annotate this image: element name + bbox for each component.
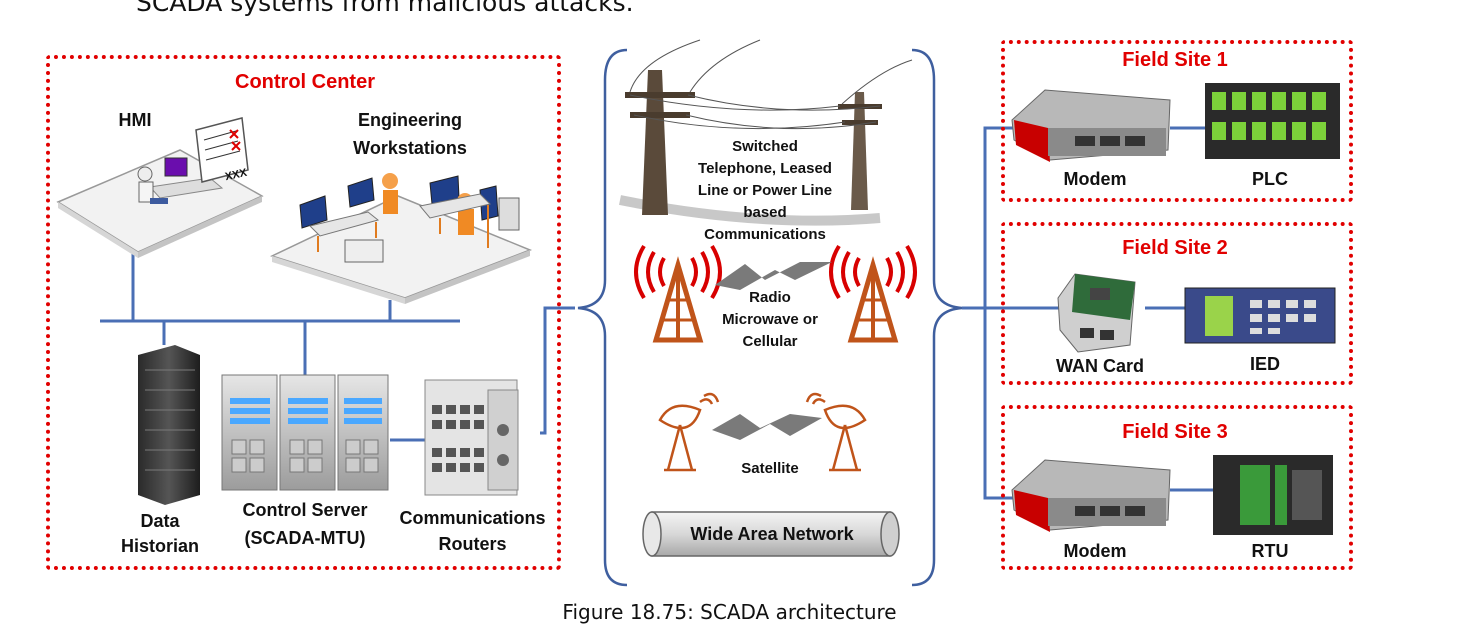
field-site-1-plc-label: PLC — [1252, 169, 1288, 189]
field-site-3-modem-label: Modem — [1063, 541, 1127, 561]
field-site-2-box — [1001, 222, 1353, 385]
radio-lightning-bolt — [715, 262, 832, 290]
radio-label-line2: Microwave or — [722, 311, 818, 328]
rtu-icon — [1213, 455, 1333, 535]
routers-label-line1: Communications — [399, 508, 546, 528]
engineering-label-line1: Engineering — [357, 110, 462, 130]
telephone-label-line1: Switched — [732, 138, 798, 155]
routers-label-line2: Routers — [438, 534, 507, 554]
radio-tower-right-icon — [829, 244, 917, 343]
radio-label-line1: Radio — [749, 289, 791, 306]
data-historian-label-line2: Historian — [120, 536, 199, 556]
satellite-lightning-bolt — [712, 414, 822, 440]
data-historian-rack-icon — [138, 345, 200, 505]
telephone-label-line5: Communications — [704, 226, 826, 243]
telephone-poles-icon — [619, 39, 913, 226]
radio-tower-left-icon — [634, 244, 722, 343]
satellite-label: Satellite — [741, 460, 799, 477]
field-site-1-modem-label: Modem — [1063, 169, 1127, 189]
control-server-icon — [221, 374, 389, 491]
wan-right-brace — [911, 48, 963, 587]
field-site-1-title: Field Site 1 — [1122, 49, 1228, 71]
satellite-dish-left-icon — [658, 392, 720, 472]
ied-icon — [1184, 287, 1336, 344]
telephone-label-line4: based — [743, 204, 787, 221]
field-site-2-title: Field Site 2 — [1122, 237, 1228, 259]
figure-caption: Figure 18.75: SCADA architecture — [562, 600, 897, 624]
communications-router-icon — [424, 379, 519, 496]
field-site-1-box — [1001, 40, 1353, 202]
engineering-workstations-icon — [269, 173, 533, 304]
control-server-label-line1: Control Server — [242, 500, 368, 520]
wide-area-network-pipe — [642, 511, 900, 557]
field-site-2-ied-label: IED — [1249, 354, 1280, 374]
field-site-3-box — [1001, 405, 1353, 570]
engineering-label-line2: Workstations — [353, 138, 467, 158]
wide-area-network-label: Wide Area Network — [690, 524, 854, 544]
modem-1-icon — [1011, 89, 1171, 162]
hmi-workstation-icon — [56, 117, 264, 258]
radio-label-line3: Cellular — [742, 333, 798, 350]
control-center-box — [46, 55, 561, 570]
wan-card-icon — [1057, 273, 1136, 353]
wan-left-brace — [577, 48, 628, 587]
satellite-dish-right-icon — [805, 392, 867, 472]
control-center-title: Control Center — [235, 71, 375, 93]
field-site-3-rtu-label: RTU — [1251, 541, 1289, 561]
control-server-label-line2: (SCADA-MTU) — [244, 528, 366, 548]
plc-icon — [1205, 83, 1340, 159]
hmi-label: HMI — [118, 110, 152, 130]
telephone-label-line3: Line or Power Line — [697, 182, 833, 199]
telephone-label-line2: Telephone, Leased — [698, 160, 832, 177]
modem-3-icon — [1011, 459, 1171, 532]
data-historian-label-line1: Data — [140, 511, 180, 531]
field-site-2-wan-card-label: WAN Card — [1055, 356, 1144, 376]
field-site-3-title: Field Site 3 — [1122, 421, 1228, 443]
intro-text: SCADA systems from malicious attacks. — [136, 0, 634, 17]
